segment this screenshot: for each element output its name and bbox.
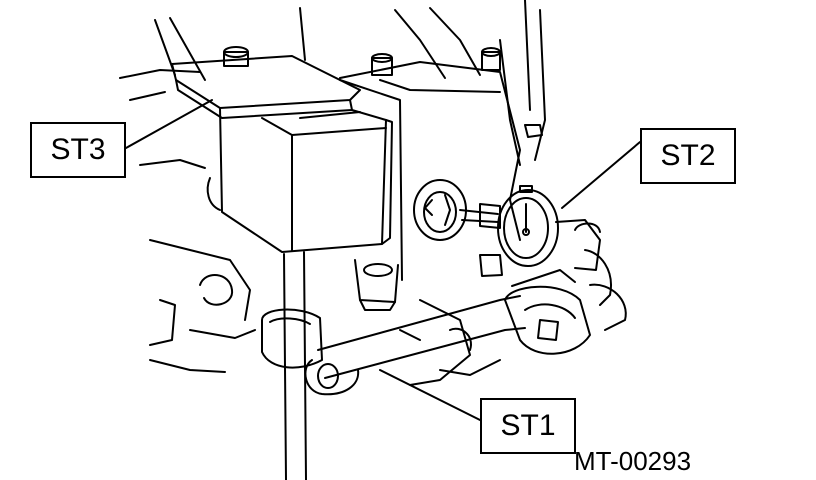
callout-st1-label: ST1 [500, 409, 556, 442]
callout-st1: ST1 [480, 398, 576, 454]
transmission-case [119, 0, 546, 386]
callout-st2: ST2 [640, 128, 736, 184]
st3-holder-block [171, 46, 393, 253]
figure-code: MT-00293 [574, 446, 692, 476]
callout-st2-label: ST2 [660, 139, 716, 172]
callout-st3-label: ST3 [50, 133, 106, 166]
st1-magnetic-stand [261, 251, 591, 480]
leader-lines [125, 99, 641, 421]
callout-st3: ST3 [30, 122, 126, 178]
st2-dial-gauge [459, 185, 627, 331]
